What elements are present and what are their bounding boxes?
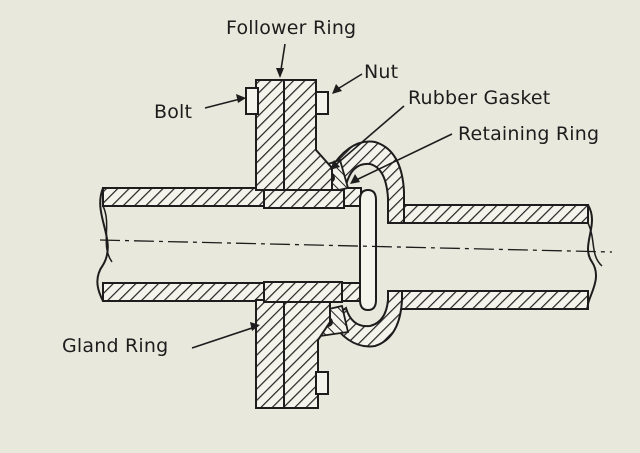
nut-label: Nut <box>364 61 398 83</box>
gasket-loop <box>359 188 377 312</box>
right-pipe <box>387 204 603 310</box>
gland-ring-lower <box>255 281 343 409</box>
bolt <box>245 87 329 395</box>
bolt-label: Bolt <box>154 101 192 123</box>
follower-ring-upper <box>255 79 345 209</box>
retaining-ring-label: Retaining Ring <box>458 123 599 145</box>
centre-line <box>99 239 613 253</box>
leader-lines <box>191 43 453 349</box>
rubber-gasket-label: Rubber Gasket <box>408 87 550 109</box>
gland-ring-label: Gland Ring <box>62 335 168 357</box>
follower-ring-label: Follower Ring <box>226 17 356 39</box>
